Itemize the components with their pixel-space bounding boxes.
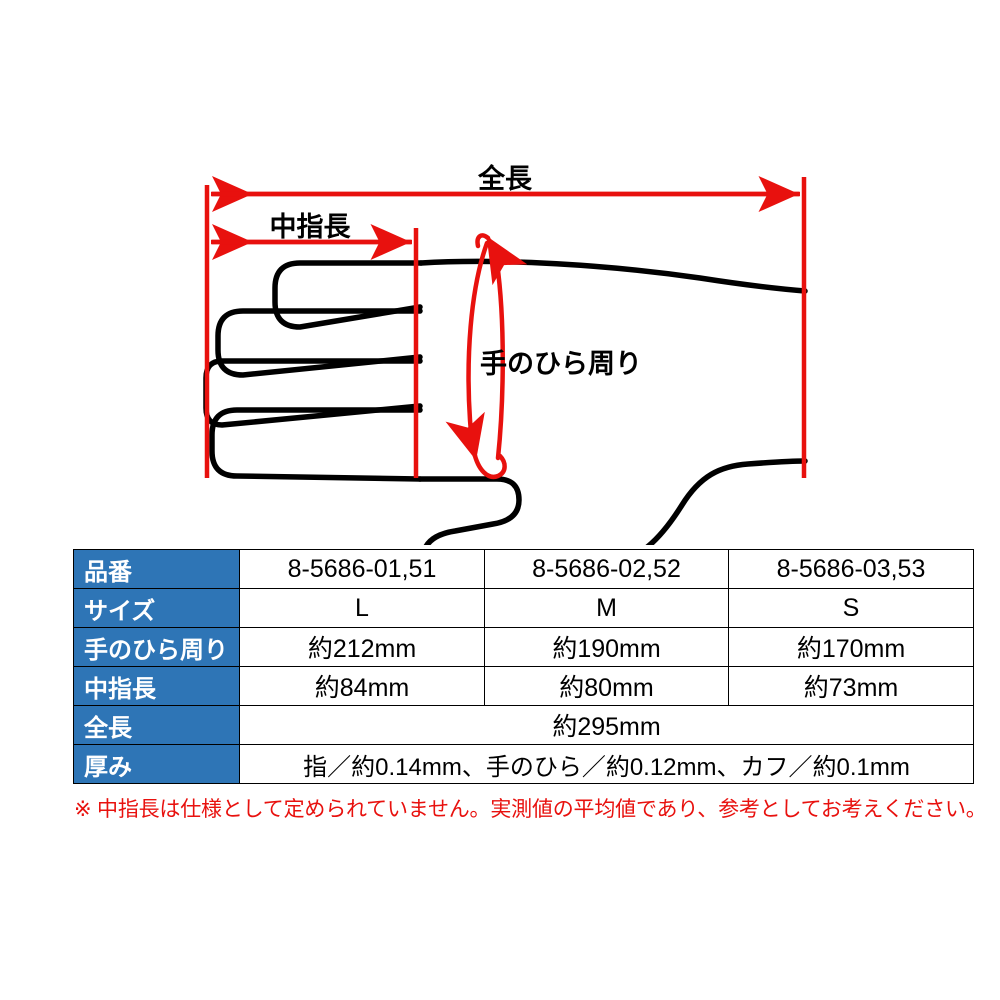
cell-part-number-l: 8-5686-01,51 — [239, 549, 485, 589]
cell-thickness-all: 指／約0.14mm、手のひら／約0.12mm、カフ／約0.1mm — [239, 744, 974, 784]
row-header-palm-circumference: 手のひら周り — [73, 627, 240, 667]
palm-circumference-arrow-down — [445, 240, 490, 461]
palm-circumference-dimension — [445, 233, 528, 480]
table-row: 全長 約295mm — [73, 705, 974, 745]
specification-table: 品番 8-5686-01,51 8-5686-02,52 8-5686-03,5… — [73, 549, 974, 784]
row-header-total-length: 全長 — [73, 705, 240, 745]
palm-circumference-loop-top — [475, 233, 491, 249]
middle-finger-length-label: 中指長 — [270, 212, 352, 242]
glove-dimension-diagram: 全長 中指長 手のひら周り — [203, 163, 808, 545]
cell-palm-circumference-m: 約190mm — [484, 627, 729, 667]
row-header-part-number: 品番 — [73, 549, 240, 589]
table-row: サイズ L M S — [73, 588, 974, 628]
cell-palm-circumference-l: 約212mm — [239, 627, 485, 667]
total-length-label: 全長 — [477, 163, 533, 194]
palm-circumference-label: 手のひら周り — [480, 349, 642, 379]
total-length-dimension — [204, 176, 807, 478]
glove-outline-icon — [203, 258, 808, 545]
cell-middle-finger-length-m: 約80mm — [484, 666, 729, 706]
table-row: 品番 8-5686-01,51 8-5686-02,52 8-5686-03,5… — [73, 549, 974, 589]
table-row: 手のひら周り 約212mm 約190mm 約170mm — [73, 627, 974, 667]
table-row: 厚み 指／約0.14mm、手のひら／約0.12mm、カフ／約0.1mm — [73, 744, 974, 784]
middle-finger-length-dimension — [211, 224, 419, 478]
table-row: 中指長 約84mm 約80mm 約73mm — [73, 666, 974, 706]
palm-circumference-loop-bottom — [471, 449, 507, 480]
cell-total-length-all: 約295mm — [239, 705, 974, 745]
row-header-thickness: 厚み — [73, 744, 240, 784]
palm-circumference-arrow-up — [486, 236, 528, 461]
cell-palm-circumference-s: 約170mm — [728, 627, 974, 667]
footnote-note: ※ 中指長は仕様として定められていません。実測値の平均値であり、参考としてお考え… — [74, 798, 987, 821]
cell-size-m: M — [484, 588, 729, 628]
cell-middle-finger-length-l: 約84mm — [239, 666, 485, 706]
row-header-size: サイズ — [73, 588, 240, 628]
cell-part-number-s: 8-5686-03,53 — [728, 549, 974, 589]
cell-middle-finger-length-s: 約73mm — [728, 666, 974, 706]
cell-size-s: S — [728, 588, 974, 628]
row-header-middle-finger-length: 中指長 — [73, 666, 240, 706]
cell-size-l: L — [239, 588, 485, 628]
cell-part-number-m: 8-5686-02,52 — [484, 549, 729, 589]
